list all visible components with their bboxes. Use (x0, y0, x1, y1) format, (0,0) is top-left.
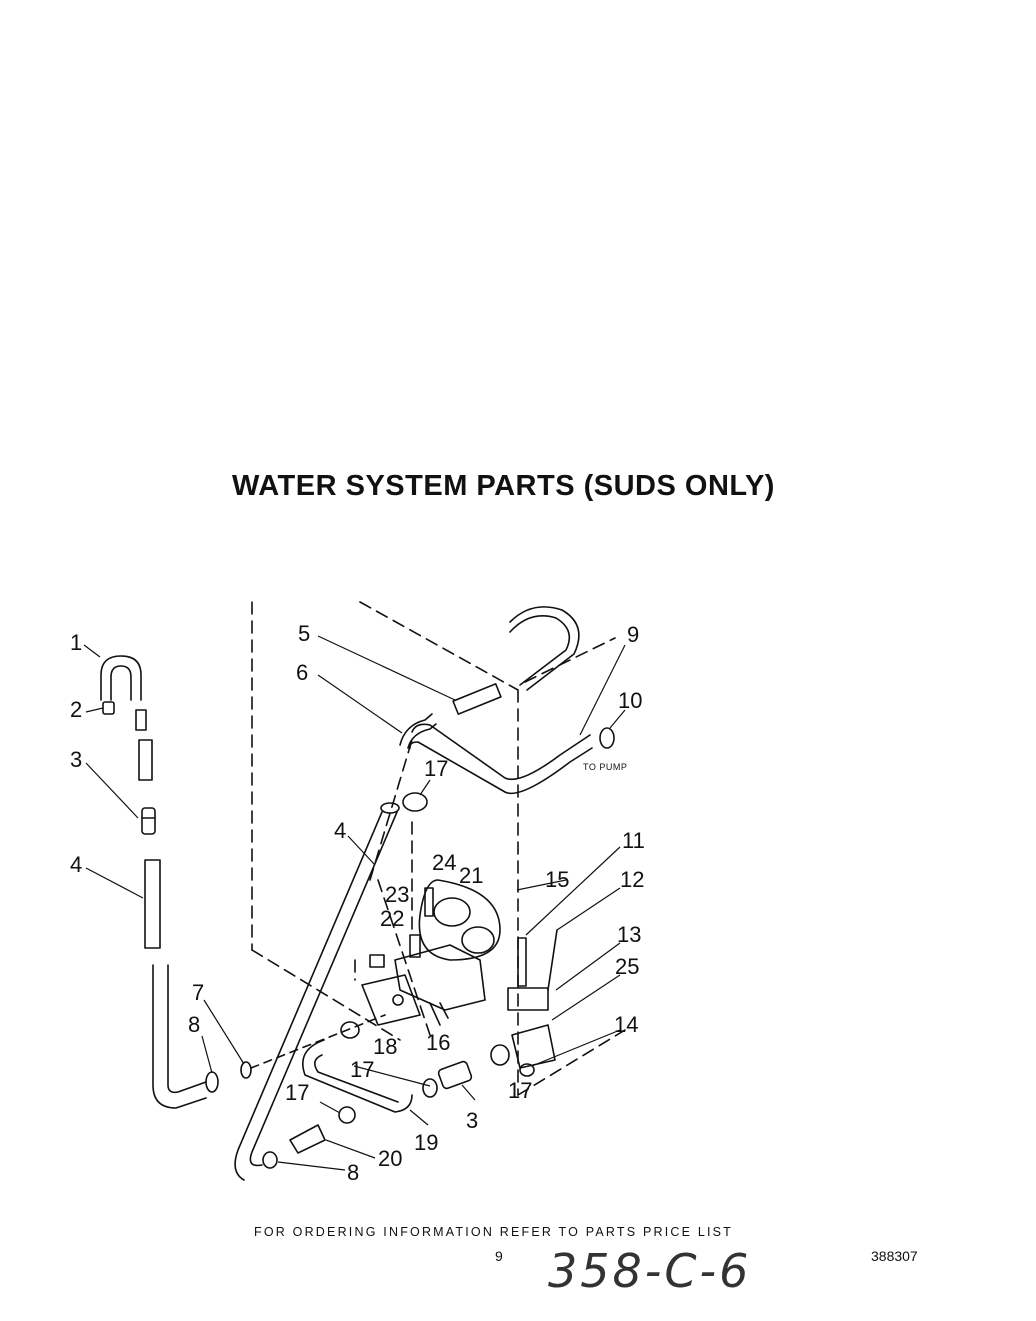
callout-labels: 1 2 3 4 5 6 9 10 17 4 11 24 21 15 12 23 … (70, 621, 645, 1185)
callout-22: 22 (380, 906, 404, 931)
wire-part-12 (547, 929, 558, 991)
callout-8: 8 (188, 1012, 200, 1037)
callout-23: 23 (385, 882, 409, 907)
callout-13: 13 (617, 922, 641, 947)
hose-part-4-left (144, 859, 161, 949)
bracket-part-18 (361, 974, 421, 1026)
fitting-part-22 (369, 954, 385, 968)
callout-2: 2 (70, 697, 82, 722)
hose-segment (138, 739, 153, 781)
callout-17-mid: 17 (350, 1057, 374, 1082)
pin-part-11 (517, 937, 527, 987)
pump-housing (394, 944, 486, 1011)
cabinet-outline (251, 601, 626, 1096)
callout-4: 4 (70, 852, 82, 877)
elbow-part-6 (399, 713, 437, 749)
screw-part-23 (424, 887, 434, 917)
coupling-part-3-lower (437, 1060, 473, 1090)
callout-4-mid: 4 (334, 818, 346, 843)
coupling-part-3 (141, 807, 156, 835)
callout-16: 16 (426, 1030, 450, 1055)
callout-17-top: 17 (424, 756, 448, 781)
clamp-part-8-lower (262, 1151, 278, 1169)
hose-part-5 (452, 683, 502, 715)
callout-7: 7 (192, 980, 204, 1005)
callout-1: 1 (70, 630, 82, 655)
callout-6: 6 (296, 660, 308, 685)
callout-8-lower: 8 (347, 1160, 359, 1185)
hose-part-19 (302, 1039, 413, 1113)
callout-15: 15 (545, 867, 569, 892)
hose-top-curve (509, 606, 580, 691)
washer-part-14 (519, 1063, 535, 1077)
bolts-part-16 (429, 1002, 449, 1026)
bracket-part-25 (511, 1024, 556, 1069)
leader-lines (83, 635, 626, 1171)
valve-part-13 (507, 987, 549, 1011)
callout-25: 25 (615, 954, 639, 979)
callout-12: 12 (620, 867, 644, 892)
callout-17-lower: 17 (285, 1080, 309, 1105)
hose-part-4-diagonal (234, 811, 398, 1181)
callout-24: 24 (432, 850, 456, 875)
callout-10: 10 (618, 688, 642, 713)
callout-3-lower: 3 (466, 1108, 478, 1133)
callout-20: 20 (378, 1146, 402, 1171)
callout-9: 9 (627, 622, 639, 647)
handwritten-code: 358-C-6 (548, 1244, 752, 1298)
callout-3: 3 (70, 747, 82, 772)
callout-14: 14 (614, 1012, 638, 1037)
hose-u-part-1 (100, 655, 142, 701)
pump-hose-part-9 (409, 723, 593, 795)
document-number: 388307 (871, 1248, 918, 1264)
callout-11: 11 (622, 828, 645, 853)
ordering-info-note: FOR ORDERING INFORMATION REFER TO PARTS … (254, 1225, 734, 1239)
clamp-part-10 (599, 727, 615, 749)
callout-5: 5 (298, 621, 310, 646)
callout-19: 19 (414, 1130, 438, 1155)
callout-17-right: 17 (508, 1078, 532, 1103)
pump-cover-part-21 (418, 879, 501, 961)
pump-note: TO PUMP (583, 762, 627, 772)
page-number: 9 (495, 1248, 503, 1264)
callout-18: 18 (373, 1034, 397, 1059)
connector-part-20 (289, 1124, 326, 1154)
page-title: WATER SYSTEM PARTS (SUDS ONLY) (232, 470, 775, 502)
callout-21: 21 (459, 863, 483, 888)
cap-part-2 (102, 701, 115, 715)
